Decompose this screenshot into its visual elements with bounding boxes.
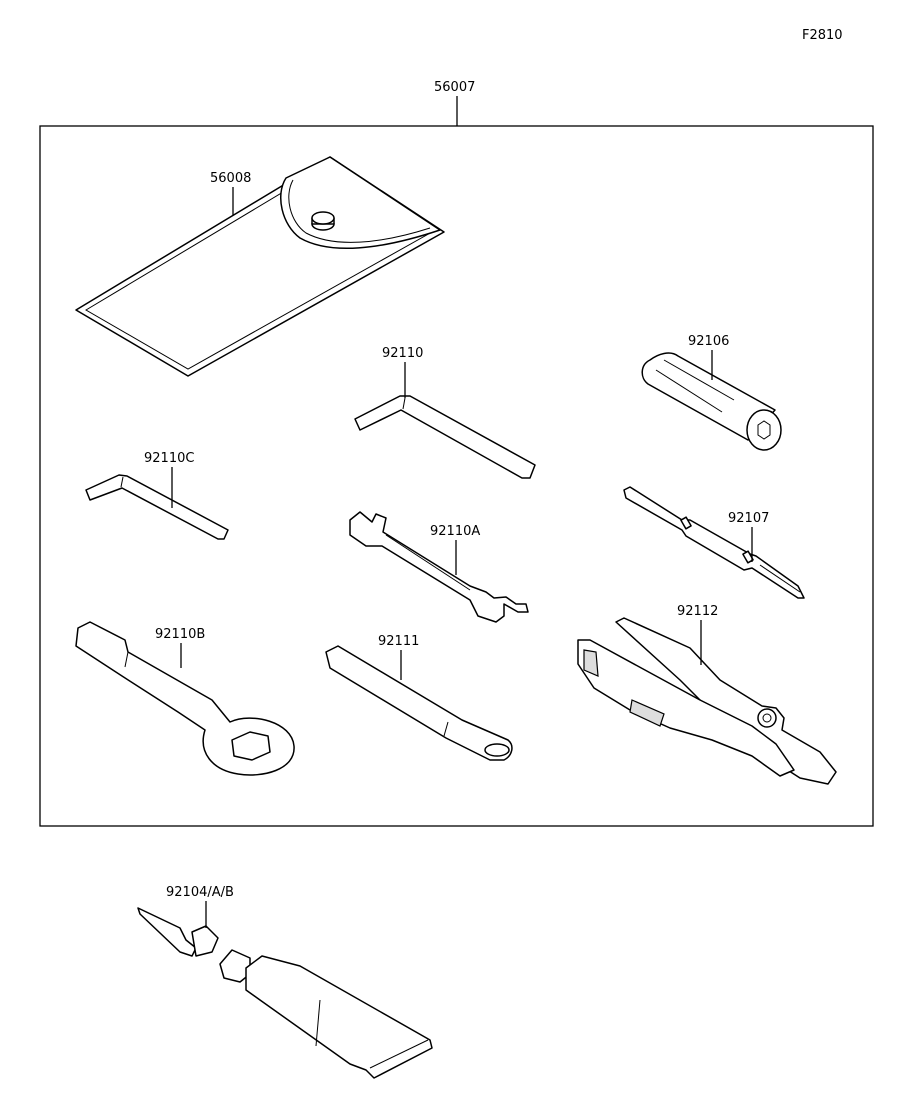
figure-code: F2810: [802, 28, 843, 43]
grease-tube-label: 92104/A/B: [166, 885, 234, 900]
screwdriver: [623, 486, 805, 599]
grip-handle: [641, 352, 782, 451]
pliers-label: 92112: [677, 604, 718, 619]
extension-bar: [325, 645, 513, 761]
open-end-wrench: [349, 511, 529, 623]
box-wrench-label: 92110B: [155, 627, 205, 642]
grip-handle-label: 92106: [688, 334, 729, 349]
pliers: [577, 617, 837, 785]
hex-key-large-label: 92110: [382, 346, 423, 361]
hex-key-small: [85, 474, 229, 540]
box-wrench: [75, 621, 295, 776]
extension-bar-label: 92111: [378, 634, 419, 649]
hex-key-small-label: 92110C: [144, 451, 194, 466]
screwdriver-label: 92107: [728, 511, 769, 526]
hex-key-large: [354, 395, 536, 479]
kit-label: 56007: [434, 80, 475, 95]
tool-case: [75, 156, 445, 377]
open-end-wrench-label: 92110A: [430, 524, 480, 539]
grease-tube: [137, 907, 433, 1079]
kit-frame: [39, 125, 874, 827]
case-label: 56008: [210, 171, 251, 186]
